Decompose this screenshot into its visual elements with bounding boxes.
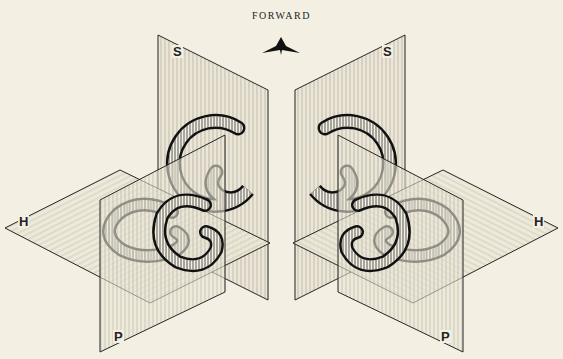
right-planes bbox=[293, 35, 558, 352]
plane-letter: H bbox=[533, 215, 544, 228]
plane-letter: H bbox=[18, 215, 29, 228]
direction-title: FORWARD bbox=[252, 11, 311, 21]
plane-letter: S bbox=[382, 45, 393, 58]
plane-letter: S bbox=[172, 45, 183, 58]
forward-arrow bbox=[262, 37, 300, 55]
plane-letter: P bbox=[440, 330, 451, 343]
plane-letter: P bbox=[113, 330, 124, 343]
left-planes bbox=[5, 35, 270, 352]
